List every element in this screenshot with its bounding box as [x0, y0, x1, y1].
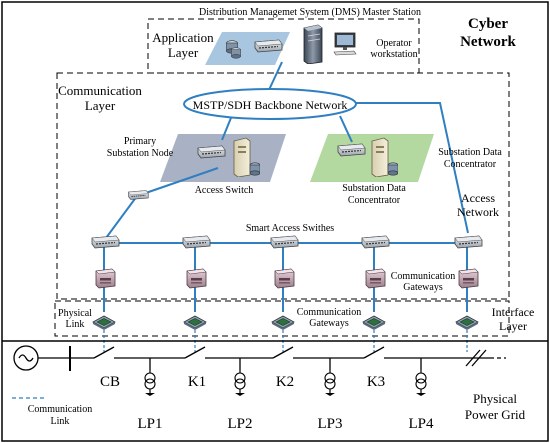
- terminal-icon: [455, 315, 479, 330]
- smart-switch-icon: [91, 235, 120, 249]
- transformer-icon: [415, 370, 427, 396]
- load-label-lp2: LP2: [227, 416, 252, 432]
- interface-links: [103, 325, 468, 352]
- application-band: [205, 32, 290, 65]
- application-switch-icon: [254, 39, 283, 53]
- access-switch-icon: [197, 145, 226, 159]
- transformer-icon: [144, 370, 156, 396]
- access-switch-label: Access Switch: [195, 185, 254, 196]
- gateway-icon: [458, 268, 479, 289]
- transformer-icon: [324, 370, 336, 396]
- terminal-icon: [271, 315, 295, 330]
- database-icon: [231, 47, 241, 59]
- load-label-lp3: LP3: [317, 416, 342, 432]
- load-label-lp1: LP1: [137, 416, 162, 432]
- terminal-devices: [92, 315, 479, 330]
- gateway-icon: [95, 268, 116, 289]
- uplink-switch-icon: [128, 190, 149, 200]
- power-grid: [13, 345, 506, 371]
- backbone-ellipse: [183, 88, 357, 120]
- interface-layer-box: [54, 300, 510, 337]
- breaker-label-k1: K1: [188, 374, 206, 390]
- terminal-icon: [183, 315, 207, 330]
- transformer-icon: [234, 370, 246, 396]
- load-label-lp4: LP4: [408, 416, 434, 432]
- terminal-icon: [362, 315, 386, 330]
- gateway-icon: [186, 268, 207, 289]
- gateway-icon: [274, 268, 295, 289]
- master-server-icon: [303, 24, 323, 64]
- breaker-label-cb: CB: [100, 374, 120, 390]
- smart-switch-icon: [454, 235, 483, 249]
- application-layer-box: [147, 18, 420, 74]
- terminal-icon: [92, 315, 116, 330]
- smart-switch-icon: [182, 235, 211, 249]
- breaker-label-k2: K2: [276, 374, 294, 390]
- smart-switch-icon: [361, 235, 390, 249]
- operator-workstation-icon: [333, 32, 357, 56]
- smart-switches-label: Smart Access Swithes: [246, 223, 334, 234]
- master-station-label: Distribution Managemet System (DMS) Mast…: [199, 7, 421, 18]
- primary-node-band: [160, 134, 286, 182]
- gateway-icon: [365, 268, 386, 289]
- concentrator-switch-icon: [337, 143, 366, 157]
- smart-switch-icon: [270, 235, 299, 249]
- breaker-label-k3: K3: [367, 374, 385, 390]
- backbone-label: MSTP/SDH Backbone Network: [193, 98, 348, 112]
